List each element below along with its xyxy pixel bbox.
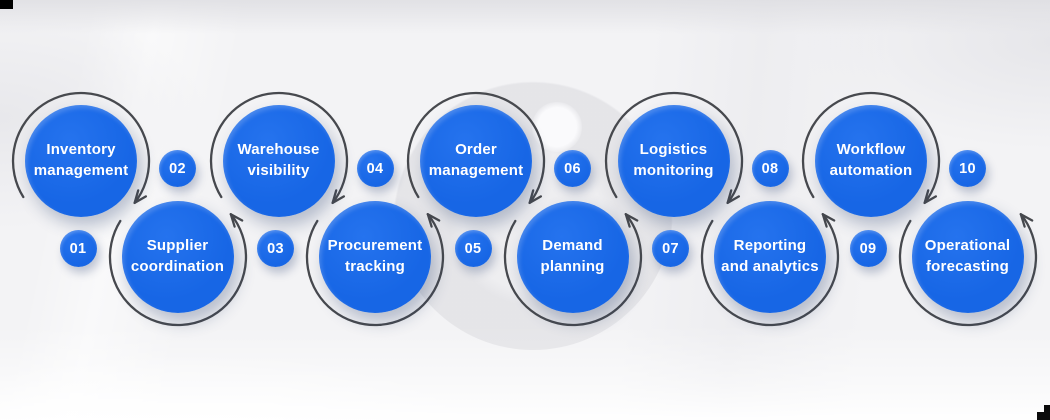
step-label: Workflow automation (829, 141, 913, 179)
corner-artifact-bottomright (1037, 405, 1050, 420)
step-label: Demand planning (540, 237, 605, 275)
step-label: Procurement tracking (327, 237, 423, 275)
step-number-badge: 04 (356, 150, 394, 187)
cycle-arrow-icon (406, 91, 546, 205)
cycle-arrow-icon (209, 91, 348, 205)
step-number-badge: 02 (159, 150, 196, 187)
step-label: Logistics monitoring (633, 141, 714, 179)
step-circle: Logistics monitoring (617, 105, 730, 217)
cycle-arrow-icon (108, 213, 247, 327)
step-circle: Order management (420, 105, 532, 217)
step-number-badge: 10 (949, 150, 986, 187)
step-number-badge: 06 (554, 150, 591, 187)
step-circle: Reporting and analytics (714, 201, 826, 313)
step-circle: Supplier coordination (121, 201, 234, 313)
cycle-arrow-icon (11, 91, 151, 205)
cycle-arrow-icon (801, 91, 941, 205)
corner-artifact-topleft (0, 0, 13, 9)
step-circle: Workflow automation (815, 105, 927, 217)
step-circle: Operational forecasting (911, 201, 1024, 313)
cycle-arrow-icon (503, 213, 642, 327)
step-circle: Procurement tracking (319, 201, 431, 313)
step-number-badge: 03 (257, 230, 294, 267)
cycle-arrow-icon (305, 213, 445, 327)
step-label: Supplier coordination (130, 237, 225, 275)
cycle-arrow-icon (604, 91, 743, 205)
step-number-badge: 09 (849, 230, 887, 267)
step-number-badge: 08 (751, 150, 789, 187)
step-circle: Inventory management (25, 105, 137, 217)
step-number-badge: 01 (59, 230, 97, 267)
step-label: Warehouse visibility (237, 141, 320, 179)
step-circle: Demand planning (516, 201, 629, 313)
step-number-badge: 05 (454, 230, 492, 267)
step-label: Reporting and analytics (721, 237, 819, 275)
step-label: Inventory management (33, 141, 129, 179)
step-label: Order management (428, 141, 524, 179)
cycle-arrow-icon (898, 213, 1037, 327)
step-number-badge: 07 (652, 230, 689, 267)
step-label: Operational forecasting (924, 237, 1011, 275)
step-circle: Warehouse visibility (222, 105, 335, 217)
cycle-arrow-icon (700, 213, 840, 327)
